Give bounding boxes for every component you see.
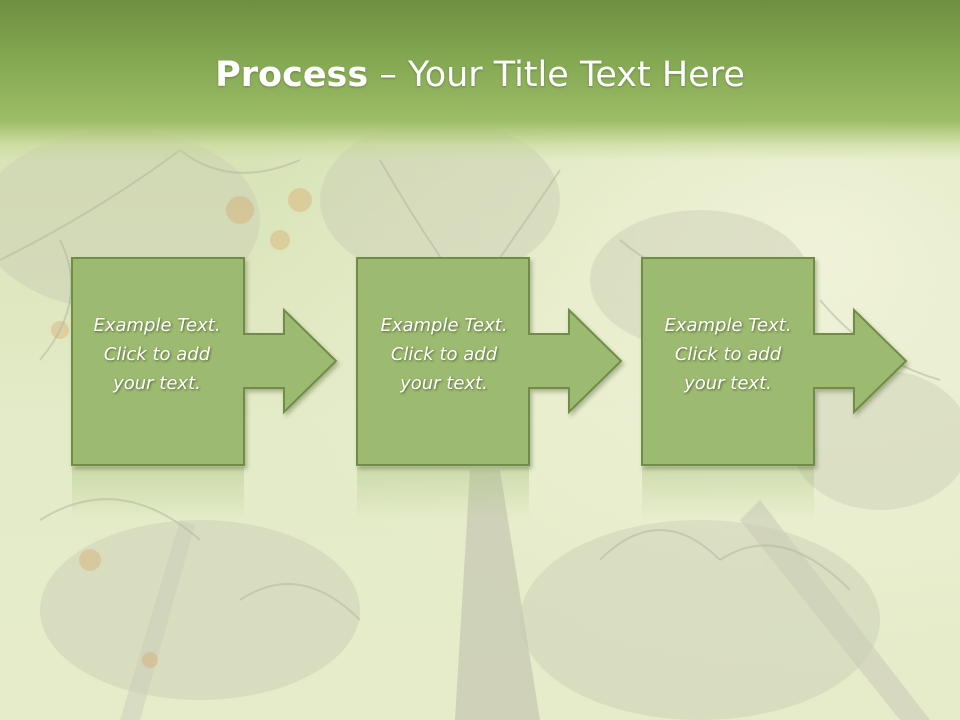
step-1-arrow-box[interactable] bbox=[71, 257, 338, 466]
step-1-text[interactable]: Example Text. Click to add your text. bbox=[72, 311, 242, 398]
step-2-line-1: Example Text. bbox=[380, 315, 508, 336]
step-2-line-3: your text. bbox=[400, 373, 488, 394]
step-reflections bbox=[72, 467, 814, 520]
step-3-line-2: Click to add bbox=[674, 344, 782, 365]
step-3-text[interactable]: Example Text. Click to add your text. bbox=[643, 311, 813, 398]
step-2-line-2: Click to add bbox=[390, 344, 498, 365]
title-rest-part: – Your Title Text Here bbox=[368, 55, 745, 95]
step-1-line-2: Click to add bbox=[103, 344, 211, 365]
step-2-arrow-box[interactable] bbox=[356, 257, 623, 466]
title-bar bbox=[0, 0, 960, 160]
step-1-line-3: your text. bbox=[113, 373, 201, 394]
step-3-line-1: Example Text. bbox=[664, 315, 792, 336]
slide-title[interactable]: Process – Your Title Text Here bbox=[0, 52, 960, 98]
step-2-text[interactable]: Example Text. Click to add your text. bbox=[359, 311, 529, 398]
title-bold-part: Process bbox=[215, 55, 369, 95]
step-3-line-3: your text. bbox=[684, 373, 772, 394]
step-3-arrow-box[interactable] bbox=[641, 257, 908, 466]
step-1-line-1: Example Text. bbox=[93, 315, 221, 336]
